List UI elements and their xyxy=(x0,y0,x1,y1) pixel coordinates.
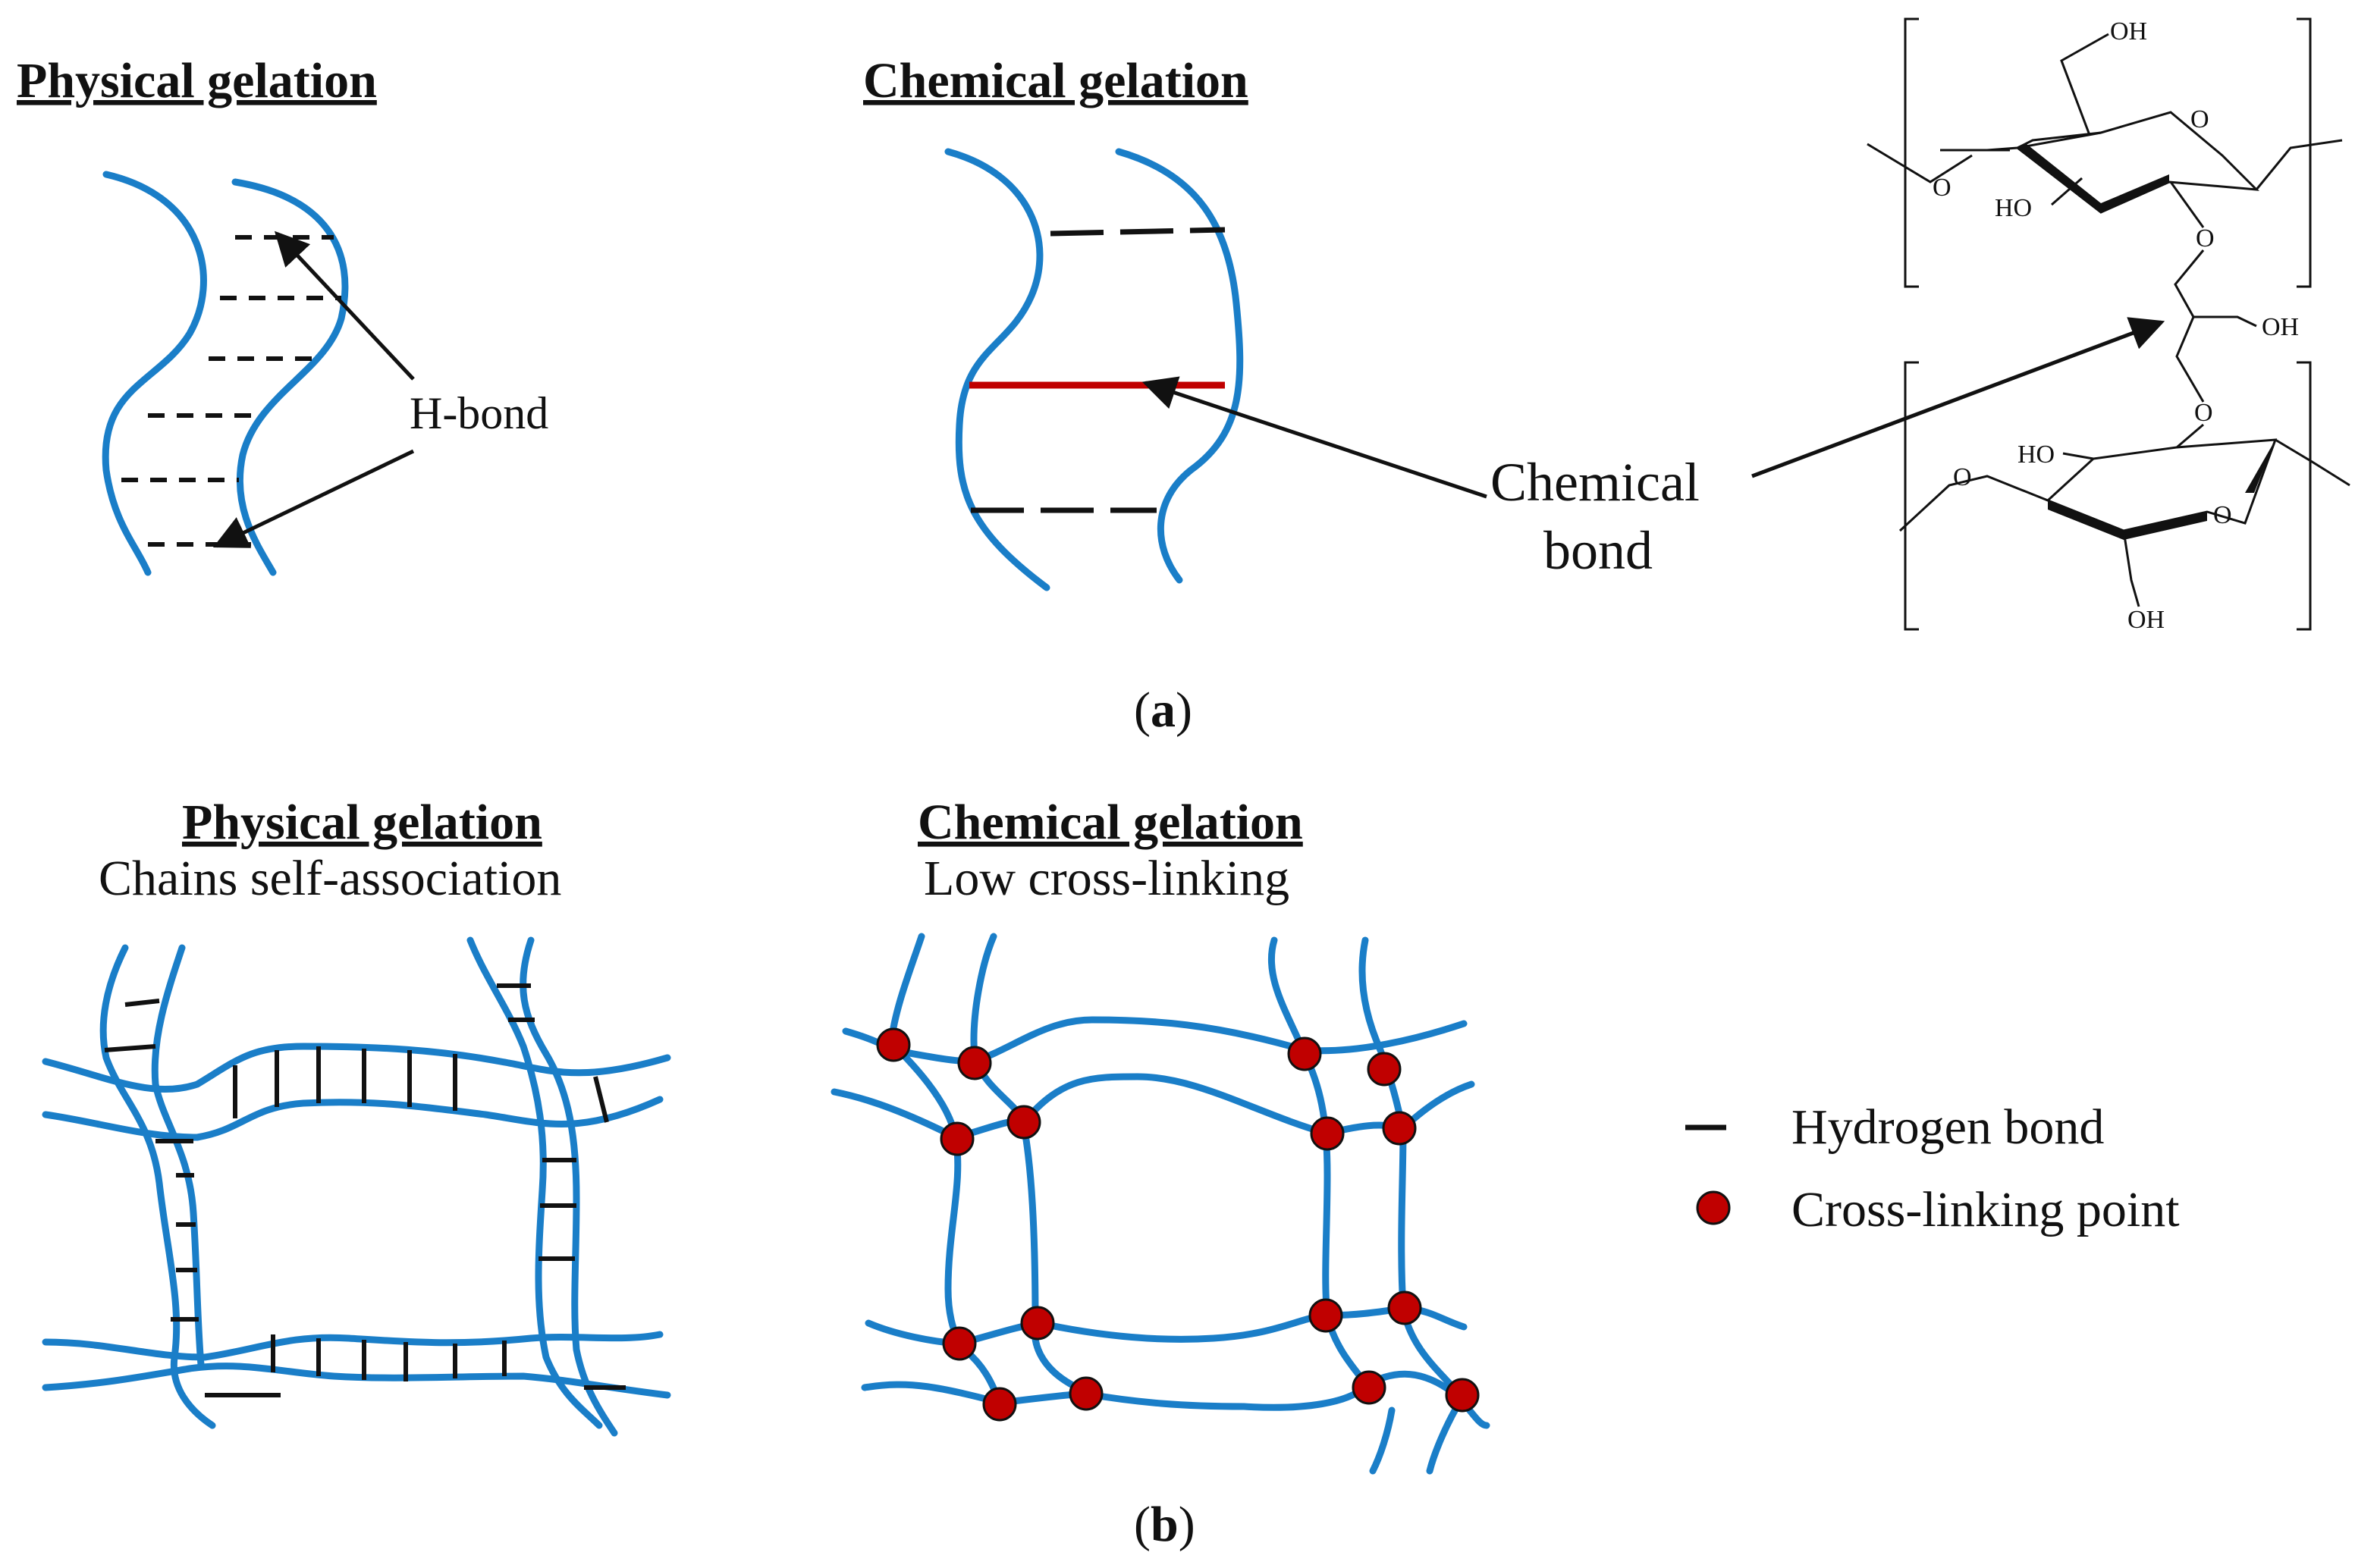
strand-left xyxy=(102,171,207,576)
crosslink-point xyxy=(876,1027,911,1062)
crosslink-point xyxy=(1006,1105,1041,1140)
chain xyxy=(42,1096,664,1141)
crosslinked-cellulose-structure: OH HO O O O OH O HO O O OH xyxy=(1867,17,2350,634)
top-ho xyxy=(2051,177,2083,206)
chemical-bond-arrow-right xyxy=(1751,317,2165,478)
legend-crosslink-label: Cross-linking point xyxy=(1791,1182,2180,1237)
crosslink-point xyxy=(1367,1052,1402,1087)
hbond-label: H-bond xyxy=(410,388,548,438)
crosslink-point xyxy=(957,1046,992,1080)
bracket-left-bottom xyxy=(1904,361,1919,631)
crosslink-point xyxy=(1445,1378,1480,1413)
hbond-tick xyxy=(104,1044,156,1052)
crosslink-point xyxy=(1069,1376,1104,1411)
bottom-ring-wedge xyxy=(2048,500,2207,540)
bottom-ho xyxy=(2062,452,2094,460)
atom-o-ring-top: O xyxy=(2190,105,2209,133)
crosslink-point xyxy=(1020,1306,1055,1341)
bracket-right-top xyxy=(2297,17,2312,288)
panel-b: Physical gelation Chains self-associatio… xyxy=(42,795,2180,1552)
panel-b-physical-subtitle: Chains self-association xyxy=(99,851,561,906)
panel-b-chemical-title: Chemical gelation xyxy=(918,795,1303,850)
chain xyxy=(1358,936,1464,1399)
top-ring-back xyxy=(2017,131,2102,149)
dashed-bond-top xyxy=(1050,227,1226,237)
top-ch2oh xyxy=(2060,33,2109,136)
atom-ho-bottom: HO xyxy=(2017,441,2055,469)
crosslink-point xyxy=(982,1387,1017,1422)
physical-strands-a xyxy=(102,171,349,576)
physical-hbond-ticks xyxy=(104,983,626,1397)
crosslink-point xyxy=(942,1326,977,1361)
legend: Hydrogen bond Cross-linking point xyxy=(1685,1099,2180,1237)
hbond-dashes-a xyxy=(121,235,341,547)
chain xyxy=(520,936,618,1437)
atom-ho-top: HO xyxy=(1995,194,2032,222)
top-ring-wedge xyxy=(2017,144,2101,212)
strand-right xyxy=(231,178,349,576)
crosslink-point xyxy=(1382,1111,1417,1146)
chemical-bond-label-line1: Chemical xyxy=(1490,452,1700,513)
bottom-ring-wedge-2 xyxy=(2245,440,2275,493)
crosslink-point xyxy=(940,1121,975,1156)
bottom-right-link xyxy=(2275,438,2350,487)
chain xyxy=(1369,1406,1396,1475)
physical-network xyxy=(42,936,671,1437)
chain xyxy=(151,944,205,1369)
chain xyxy=(466,936,603,1429)
chemical-strands-a xyxy=(944,148,1244,591)
chain xyxy=(42,1043,671,1093)
panel-b-physical-title: Physical gelation xyxy=(182,795,542,850)
chain xyxy=(42,1363,671,1399)
crosslink-point xyxy=(1287,1036,1322,1071)
chemical-network xyxy=(831,933,1490,1475)
legend-crosslink-swatch xyxy=(1696,1190,1731,1225)
top-left-link xyxy=(1867,143,1973,183)
bracket-right-bottom xyxy=(2297,361,2312,631)
caption-b: (b) xyxy=(1134,1497,1195,1552)
atom-o-link-bottom: O xyxy=(2194,399,2213,427)
hbond-arrow-upper xyxy=(274,230,415,381)
panel-a: Physical gelation H-bond Chemical gelati… xyxy=(17,17,2350,738)
atom-oh-top: OH xyxy=(2110,17,2147,45)
strand-left xyxy=(944,148,1050,591)
panel-b-chemical-subtitle: Low cross-linking xyxy=(924,851,1289,906)
caption-a: (a) xyxy=(1134,682,1192,738)
chain xyxy=(42,1331,664,1361)
top-right-link xyxy=(2255,139,2343,190)
crosslink-point xyxy=(1308,1298,1343,1333)
atom-o-link-top: O xyxy=(2196,224,2215,252)
strand-right xyxy=(1115,148,1244,584)
crosslink-points xyxy=(876,1027,1480,1422)
bottom-ch2oh xyxy=(2122,530,2140,607)
atom-o-ring-bottom: O xyxy=(2213,501,2232,529)
panel-a-physical-title: Physical gelation xyxy=(17,53,377,108)
linker-chain xyxy=(2174,249,2257,403)
hbond-tick xyxy=(593,1076,609,1123)
bracket-left-top xyxy=(1904,17,1919,288)
panel-a-chemical-title: Chemical gelation xyxy=(863,53,1248,108)
atom-oh-mid: OH xyxy=(2262,313,2299,341)
crosslink-point xyxy=(1352,1370,1386,1405)
chemical-bond-label-line2: bond xyxy=(1543,520,1653,581)
top-o-link xyxy=(2169,181,2205,228)
top-ring-wedge-2 xyxy=(2101,174,2169,212)
legend-hbond-label: Hydrogen bond xyxy=(1791,1099,2104,1155)
chemical-bond-arrow-left xyxy=(1141,376,1487,499)
hbond-arrow-lower xyxy=(212,449,415,548)
crosslink-point xyxy=(1387,1290,1422,1325)
atom-o-left-bottom: O xyxy=(1953,463,1972,491)
crosslink-point xyxy=(1310,1116,1345,1151)
atom-oh-bottom: OH xyxy=(2127,606,2165,634)
bottom-left-link xyxy=(1898,475,2049,532)
atom-o-left-top: O xyxy=(1933,174,1952,202)
hbond-tick xyxy=(124,999,160,1007)
chain xyxy=(1267,936,1373,1391)
